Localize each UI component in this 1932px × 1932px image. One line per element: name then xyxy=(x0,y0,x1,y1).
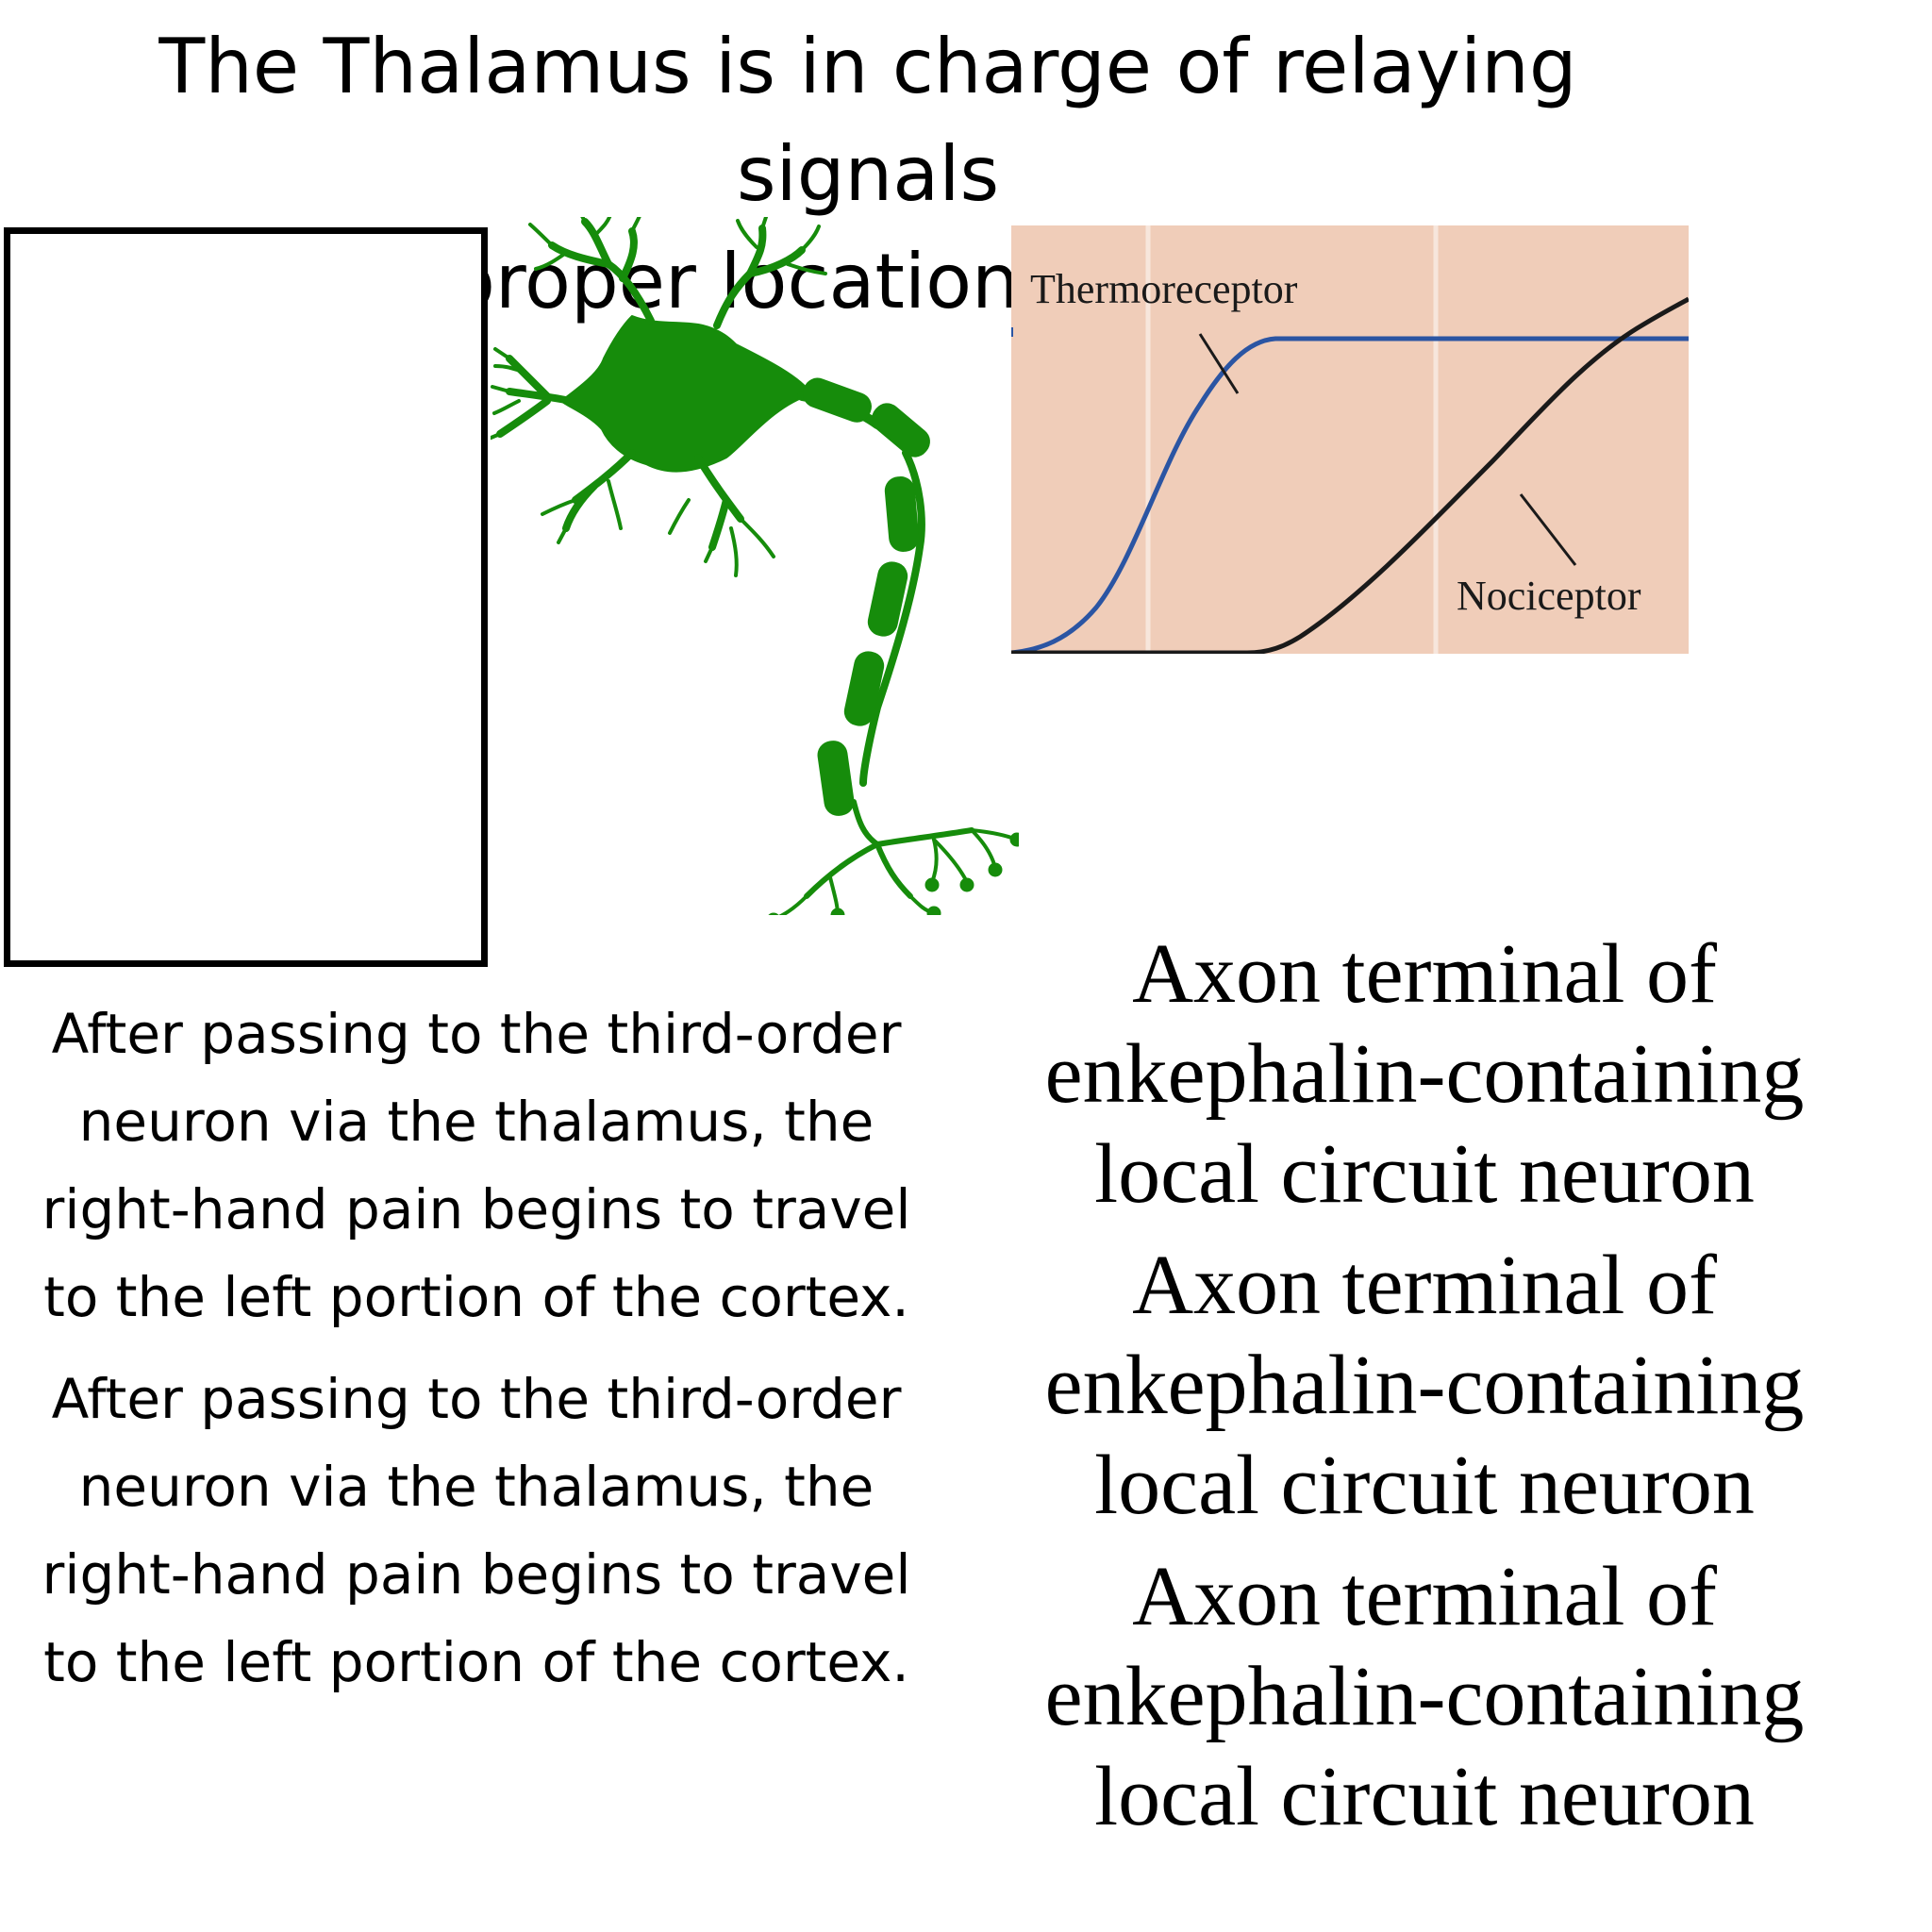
nociceptor-leader xyxy=(1519,493,1577,566)
axon-caption-line: local circuit neuron xyxy=(1094,1439,1755,1532)
thermoreceptor-label: Thermoreceptor xyxy=(1030,266,1298,312)
myelin-segment xyxy=(884,476,920,552)
myelin-segment xyxy=(872,403,930,458)
axon-caption-line: Axon terminal of xyxy=(1132,1550,1717,1643)
axon-caption-line: Axon terminal of xyxy=(1132,1239,1717,1332)
axon-caption-line: enkephalin-containing xyxy=(1044,1027,1805,1121)
nociceptor-curve xyxy=(1011,296,1689,654)
pain-paragraph-line: right-hand pain begins to travel xyxy=(42,1177,911,1241)
graph-background xyxy=(1011,225,1689,654)
myelin-segment xyxy=(843,651,885,726)
pain-paragraph: After passing to the third-order neuron … xyxy=(19,1356,934,1707)
receptor-response-graph: Thermoreceptor Nociceptor xyxy=(1011,225,1689,654)
pain-paragraph-line: right-hand pain begins to travel xyxy=(42,1542,911,1607)
pain-paragraph-line: After passing to the third-order xyxy=(51,1367,902,1431)
empty-image-frame xyxy=(4,227,488,967)
pain-paragraph-line: to the left portion of the cortex. xyxy=(43,1630,909,1694)
thermoreceptor-leader xyxy=(1198,333,1240,394)
axon-caption-line: Axon terminal of xyxy=(1132,927,1717,1021)
axon-caption: Axon terminal of enkephalin-containing l… xyxy=(1019,1236,1830,1536)
pain-paragraph: After passing to the third-order neuron … xyxy=(19,991,934,1341)
myelin-segment xyxy=(817,741,855,816)
neuron-soma xyxy=(560,315,812,473)
myelin-segment xyxy=(867,561,908,637)
axon-caption-line: enkephalin-containing xyxy=(1044,1339,1805,1432)
axon-caption-line: local circuit neuron xyxy=(1094,1750,1755,1843)
axon-caption: Axon terminal of enkephalin-containing l… xyxy=(1019,1547,1830,1847)
thermoreceptor-curve xyxy=(1011,336,1689,654)
pain-paragraph-line: neuron via the thalamus, the xyxy=(78,1090,874,1154)
pain-paragraph-line: After passing to the third-order xyxy=(51,1002,902,1066)
title-line-1: The Thalamus is in charge of relaying si… xyxy=(158,23,1577,218)
axon-caption: Axon terminal of enkephalin-containing l… xyxy=(1019,924,1830,1224)
neuron-icon xyxy=(491,217,1019,915)
axon-caption-line: local circuit neuron xyxy=(1094,1127,1755,1221)
axon-caption-line: enkephalin-containing xyxy=(1044,1650,1805,1743)
pain-paragraph-line: neuron via the thalamus, the xyxy=(78,1455,874,1519)
pain-paragraph-line: to the left portion of the cortex. xyxy=(43,1265,909,1329)
myelin-segment xyxy=(802,377,872,423)
nociceptor-label: Nociceptor xyxy=(1457,573,1641,619)
